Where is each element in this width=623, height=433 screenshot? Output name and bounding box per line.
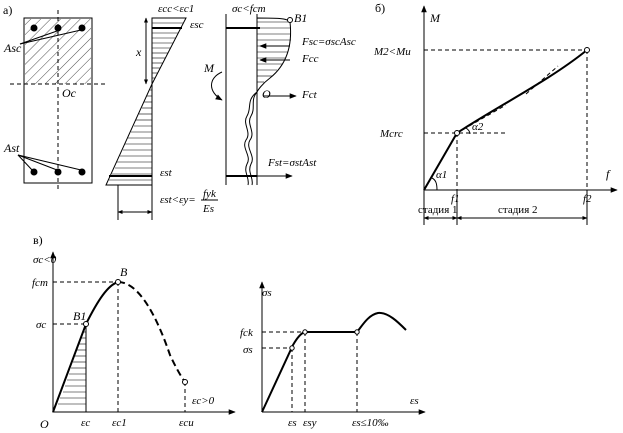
fcc-label: Fcc (301, 53, 319, 65)
strain-hatching (109, 22, 183, 181)
m-axis-label: M (429, 11, 441, 25)
mcrc-label: Mcrc (379, 128, 403, 140)
eps-st-cond-label: εst<εy= (160, 194, 196, 206)
alpha2-tangent (456, 104, 507, 134)
sigma-c-cond-label: σc<0 (33, 254, 57, 266)
bottom-rebar (54, 168, 62, 176)
compression-strain-triangle (151, 17, 187, 85)
sigma-c-label: σc<fcm (232, 3, 266, 15)
yield-point (302, 329, 308, 335)
eps-st-label: εst (160, 167, 173, 179)
concrete-descending-curve (117, 281, 186, 383)
eps-sc-label: εsc (190, 19, 204, 31)
alpha1-arc (431, 177, 438, 191)
moment-arrow (211, 71, 223, 101)
sigma-s-left-label: σs (243, 344, 253, 356)
es-label: Es (202, 203, 214, 215)
f1-label: f1 (451, 193, 460, 205)
steel-stress-strain-curve (261, 311, 407, 413)
fcm-label: fcm (32, 277, 48, 289)
m2-point (584, 47, 590, 53)
cross-section: Asc Ast Oc (3, 10, 105, 190)
sigma-s-axis-label: σs (262, 287, 272, 299)
eps-c-label: εc (81, 417, 90, 429)
panel-v: в) σc<0 fcm σc B B1 O εc εc1 εcu εc>0 (32, 233, 236, 431)
alpha2-arc (465, 127, 471, 135)
stress-diagram: σc<fcm B1 Fsc=σscAsc Fcc M O Fct Fst=σst… (203, 3, 356, 186)
eps-s-label: εs (288, 417, 297, 429)
panel-a: а) Asc Ast Oc (3, 3, 356, 220)
top-rebar (54, 24, 62, 32)
eps-sy-label: εsy (303, 417, 317, 429)
eps-s-axis-label: εs (410, 395, 419, 407)
sigma-c-label: σc (36, 319, 46, 331)
stress-hatching (257, 21, 291, 83)
fsc-label: Fsc=σscAsc (301, 36, 356, 48)
crack-curve (244, 91, 258, 186)
ast-label: Ast (3, 141, 20, 155)
o-label: O (262, 87, 271, 101)
asc-leader (19, 30, 58, 45)
panel-a-label: а) (3, 3, 12, 17)
eps-lim-label: εs≤10‰ (352, 417, 389, 429)
m-f-curve (423, 49, 588, 191)
x-label: x (135, 45, 142, 59)
b-point (115, 279, 121, 285)
moment-label: M (203, 61, 215, 75)
b-label: B (120, 265, 128, 279)
eps-cc-label: εcc<εc1 (158, 3, 194, 15)
top-rebar (30, 24, 38, 32)
tension-strain-triangle (105, 83, 153, 186)
sigma-s-point (289, 345, 295, 351)
fst-label: Fst=σstAst (267, 157, 317, 169)
ultimate-point (182, 379, 188, 385)
panel-b: б) M f M2<Mu Mcrc α1 α2 f1 f2 стадия 1 с… (373, 1, 618, 225)
alpha1-label: α1 (436, 169, 447, 181)
stage2-label: стадия 2 (498, 204, 538, 216)
crack-curve (248, 91, 258, 186)
b1-label: B1 (73, 309, 86, 323)
panel-steel: σs fck σs εs εs εsy εs≤10‰ (240, 281, 426, 429)
panel-b-label: б) (375, 1, 385, 15)
strain-diagram: x εcc<εc1 εsc εst εst<εy= fyk Es (105, 3, 218, 220)
concrete-hatching (58, 331, 86, 405)
b1-point (287, 17, 293, 23)
eps-c-cond-label: εc>0 (192, 395, 215, 407)
origin-label: O (40, 417, 49, 431)
hardening-point (354, 329, 360, 335)
eps-c1-label: εc1 (112, 417, 127, 429)
m2-label: M2<Mu (373, 46, 411, 58)
stage1-label: стадия 1 (418, 204, 458, 216)
oc-label: Oc (62, 86, 77, 100)
alpha2-label: α2 (472, 121, 484, 133)
b1-label: B1 (294, 11, 307, 25)
ast-leader (17, 154, 34, 172)
f2-label: f2 (583, 193, 592, 205)
ast-leader (17, 154, 58, 171)
concrete-stress-block (256, 17, 292, 93)
b1-point (83, 321, 89, 327)
fct-label: Fct (301, 89, 318, 101)
asc-leader (19, 29, 82, 45)
panel-v-label: в) (33, 233, 43, 247)
crack-point (454, 130, 460, 136)
fyk-label: fyk (203, 188, 217, 200)
curve-tangent (525, 65, 559, 95)
asc-label: Asc (3, 41, 22, 55)
f-axis-label: f (606, 167, 611, 181)
ast-leader (17, 154, 82, 171)
fck-label: fck (240, 327, 254, 339)
eps-cu-label: εcu (179, 417, 194, 429)
